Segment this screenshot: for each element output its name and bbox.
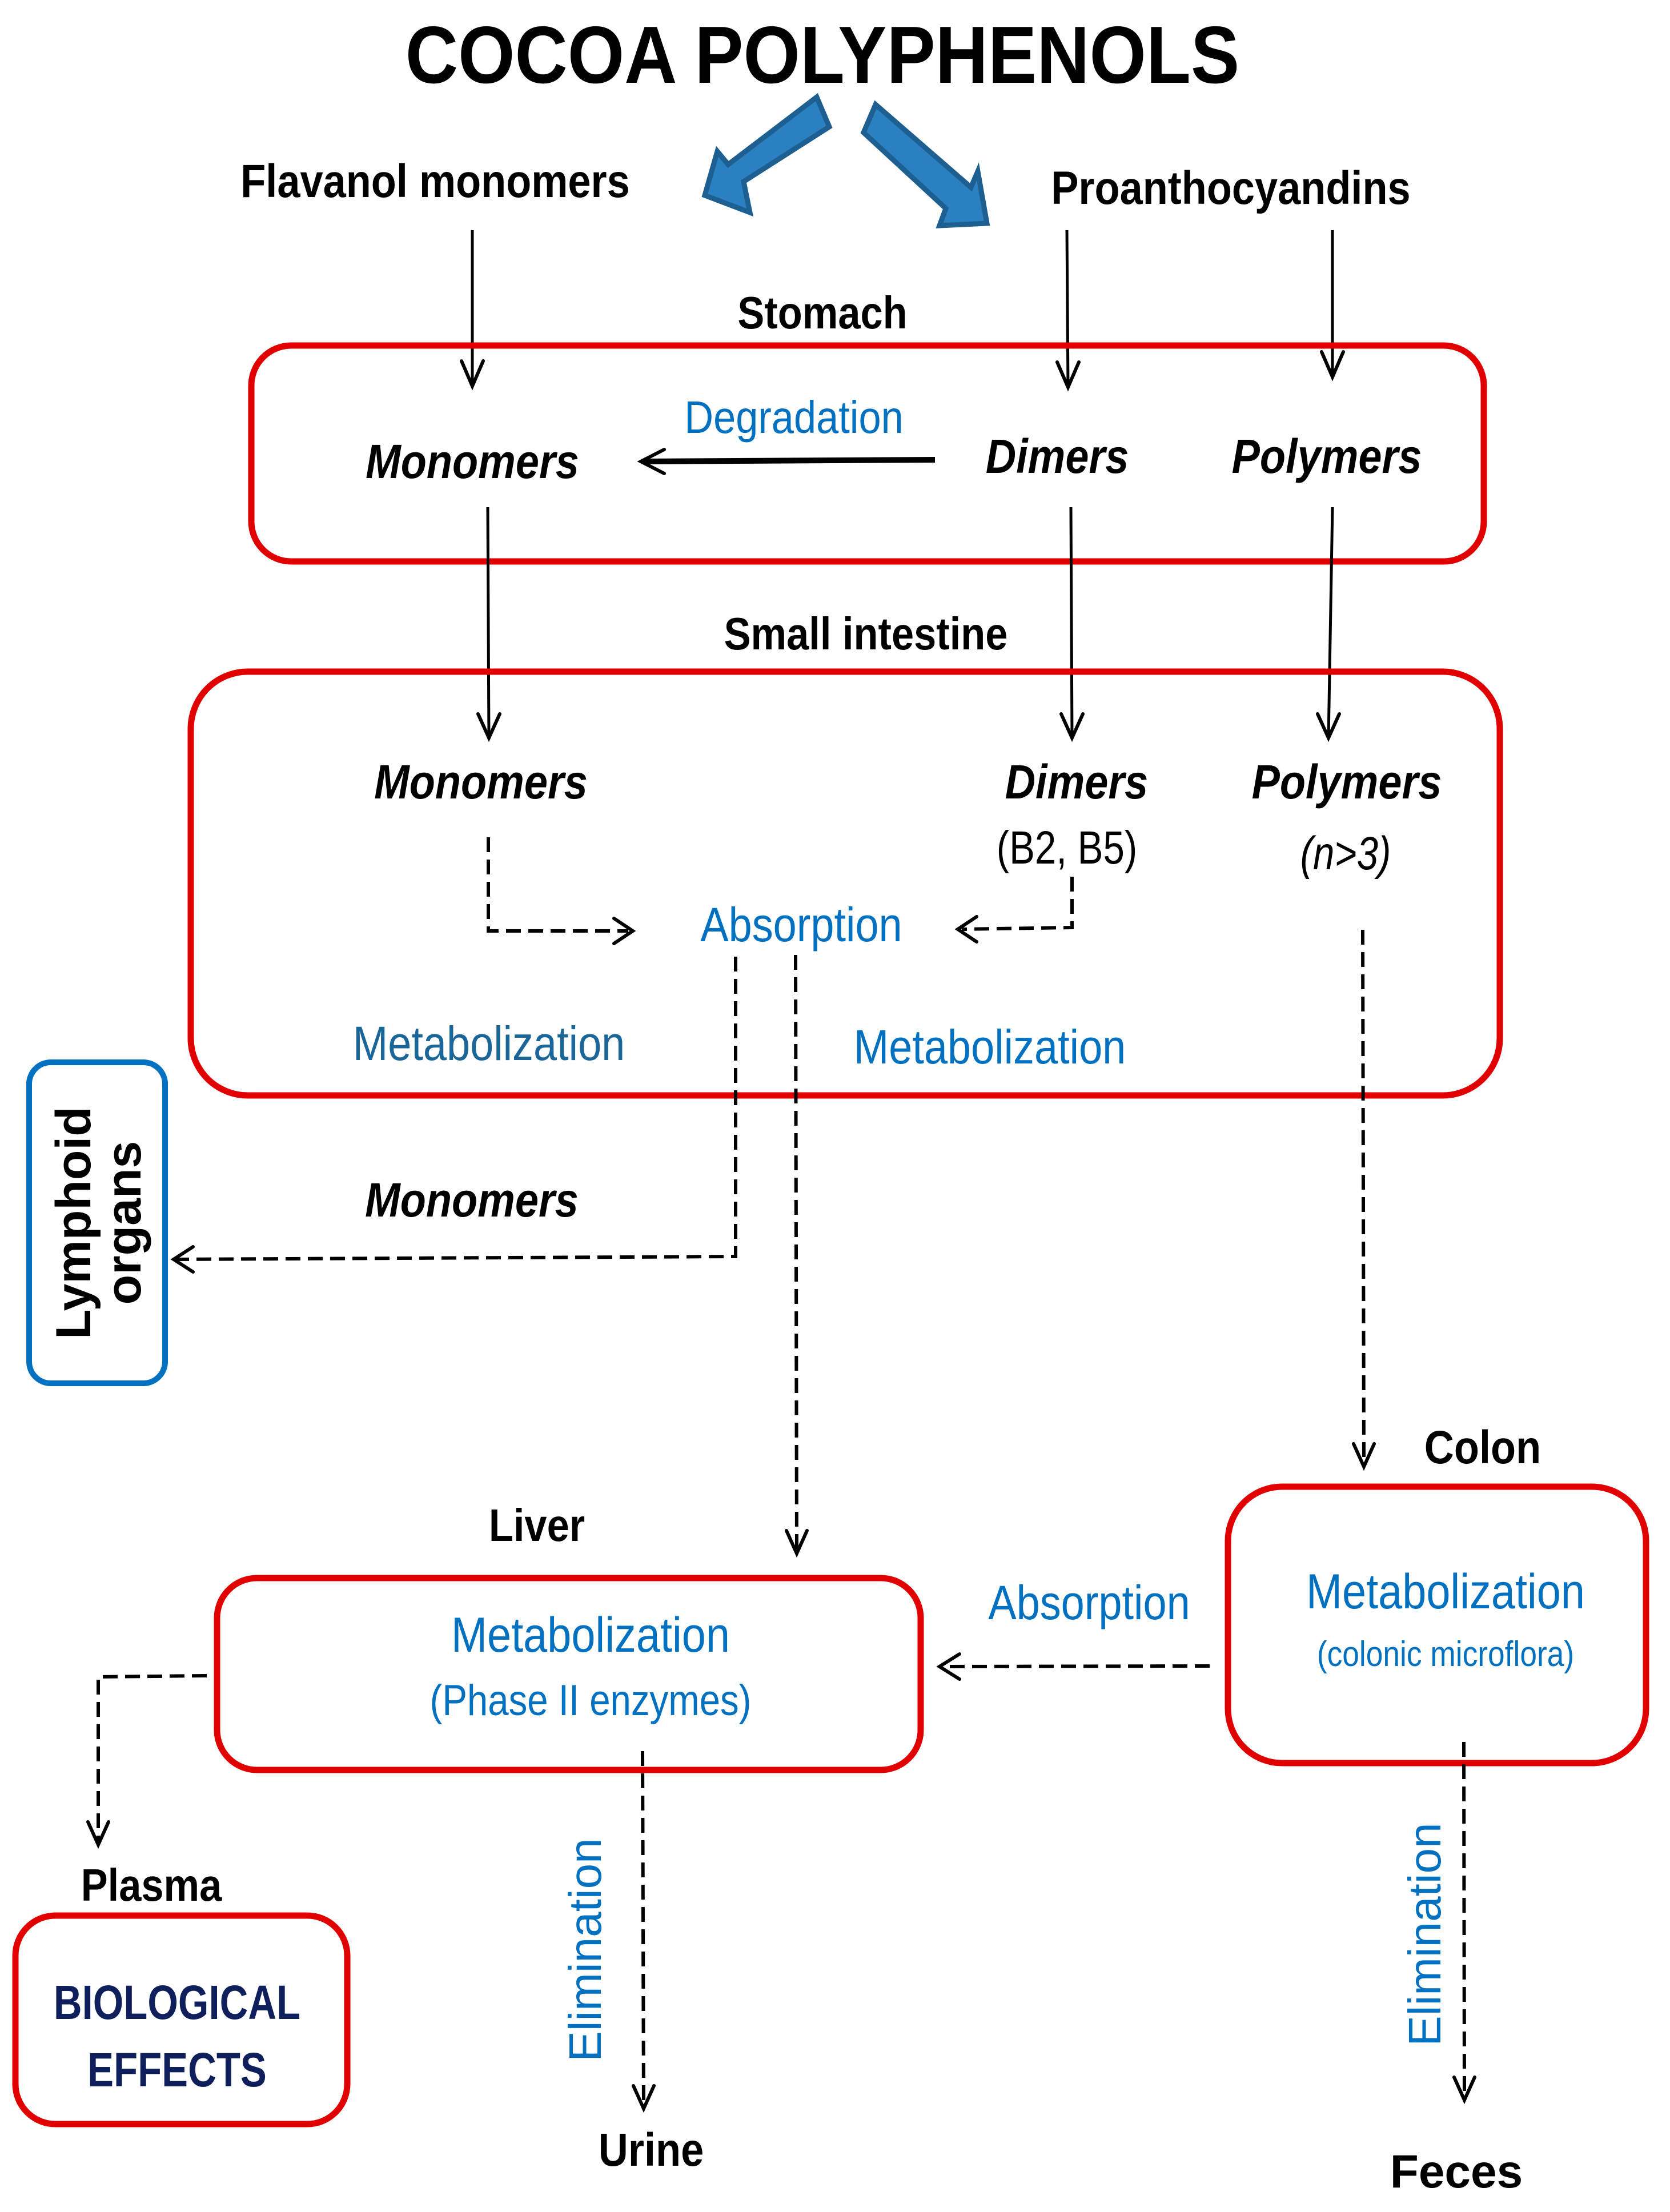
liver-box	[214, 1575, 924, 1773]
colon-absorption-label: Absorption	[988, 1576, 1190, 1629]
intestine-dimers-note: (B2, B5)	[997, 821, 1138, 874]
lymphoid-line2: organs	[97, 1141, 151, 1305]
diagram-title: COCOA POLYPHENOLS	[406, 10, 1239, 101]
intestine-metabolization-left: Metabolization	[353, 1017, 625, 1070]
flavanol-monomers-label: Flavanol monomers	[240, 155, 630, 207]
dashed-colon-to-liver	[936, 1652, 1210, 1681]
dashed-dimers-to-absorption	[954, 877, 1074, 944]
dashed-polymers-to-colon	[1352, 929, 1376, 1471]
arrow-proantho-to-polymers	[1320, 230, 1345, 382]
lymphoid-organs-text: Lymphoid organs	[46, 1106, 151, 1339]
stomach-box	[248, 342, 1487, 565]
stomach-monomers: Monomers	[366, 435, 579, 488]
urine-label: Urine	[599, 2124, 704, 2176]
feces-elimination-label: Elimination	[1399, 1822, 1450, 2046]
arrow-proantho-to-dimers	[1055, 230, 1081, 392]
dashed-monomers-to-absorption	[487, 837, 636, 945]
split-arrow-right-icon	[860, 100, 990, 228]
dashed-liver-to-urine	[632, 1751, 656, 2113]
intestine-monomers: Monomers	[374, 755, 588, 809]
liver-phase-ii: (Phase II enzymes)	[430, 1676, 752, 1725]
degradation-arrow	[637, 448, 936, 475]
intestine-polymers: Polymers	[1252, 755, 1442, 809]
arrow-flavanol-to-stomach	[460, 230, 485, 391]
urine-elimination-label: Elimination	[560, 1838, 611, 2061]
colon-microflora: (colonic microflora)	[1317, 1635, 1574, 1674]
proanthocyandins-label: Proanthocyandins	[1051, 162, 1410, 214]
dashed-liver-to-plasma	[86, 1674, 207, 1849]
feces-label: Feces	[1390, 2146, 1523, 2198]
stomach-label: Stomach	[737, 287, 907, 338]
intestine-polymers-note: (n>3)	[1300, 827, 1391, 880]
lymphoid-line1: Lymphoid	[46, 1106, 101, 1339]
dashed-absorption-to-lymphoid	[170, 957, 737, 1274]
lymphoid-organs-box	[26, 1059, 168, 1386]
arrow-dimers-to-intestine	[1059, 507, 1085, 742]
biological-effects-line2: EFFECTS	[87, 2044, 267, 2097]
intestine-metabolization-right: Metabolization	[854, 1020, 1126, 1074]
stomach-dimers: Dimers	[986, 429, 1129, 483]
split-arrow-left-icon	[701, 93, 833, 217]
small-intestine-label: Small intestine	[724, 608, 1008, 659]
plasma-label: Plasma	[81, 1860, 223, 1910]
small-intestine-box	[187, 668, 1503, 1099]
arrow-monomers-to-intestine	[476, 507, 501, 742]
stomach-degradation-label: Degradation	[684, 392, 904, 443]
biological-effects-line1: BIOLOGICAL	[54, 1976, 300, 2030]
stomach-polymers: Polymers	[1232, 429, 1422, 483]
intestine-dimers: Dimers	[1005, 755, 1149, 809]
colon-metabolization: Metabolization	[1306, 1565, 1585, 1620]
lymphoid-flow-monomers: Monomers	[365, 1173, 579, 1227]
colon-label: Colon	[1424, 1422, 1541, 1474]
biological-effects-box	[12, 1912, 351, 2127]
liver-metabolization: Metabolization	[451, 1608, 730, 1663]
liver-label: Liver	[489, 1500, 585, 1551]
intestine-absorption-label: Absorption	[700, 898, 902, 952]
arrow-polymers-to-intestine	[1316, 507, 1341, 742]
colon-box	[1225, 1483, 1649, 1767]
dashed-absorption-to-liver	[785, 954, 809, 1558]
dashed-colon-to-feces	[1452, 1741, 1476, 2105]
